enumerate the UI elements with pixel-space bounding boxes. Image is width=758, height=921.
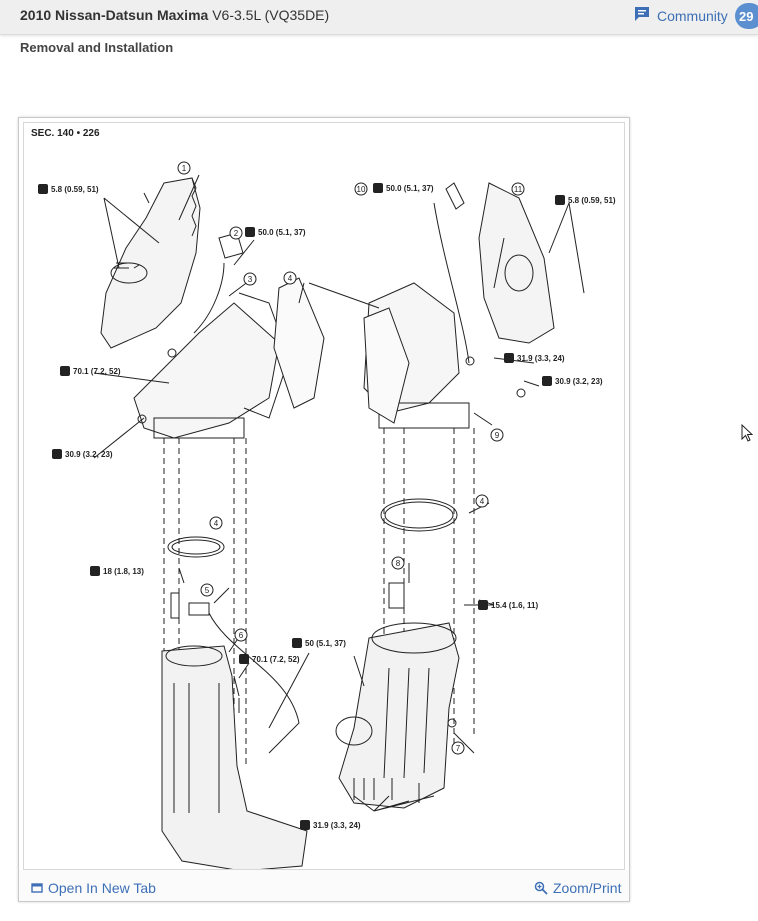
torque-label-5: 18 (1.8, 13)	[103, 567, 144, 576]
callout-11: 11	[514, 185, 523, 194]
torque-label-2: 50.0 (5.1, 37)	[258, 228, 306, 237]
zoom-print-link[interactable]: Zoom/Print	[534, 880, 621, 896]
zoom-print-label: Zoom/Print	[553, 880, 622, 896]
community-count-badge[interactable]: 29	[735, 3, 758, 29]
exhaust-diagram: 1 2 3 4 4 4 5 6 7 8 9 10 11	[31, 128, 616, 872]
callout-8: 8	[396, 559, 401, 568]
callout-7: 7	[456, 744, 461, 753]
callout-2: 2	[234, 229, 239, 238]
torque-label-10: 5.8 (0.59, 51)	[568, 196, 616, 205]
community-label: Community	[657, 8, 728, 24]
zoom-icon	[534, 881, 548, 895]
callout-4a: 4	[288, 274, 293, 283]
open-in-new-tab-link[interactable]: Open In New Tab	[31, 880, 156, 896]
callout-9: 9	[495, 431, 500, 440]
open-in-new-tab-label: Open In New Tab	[48, 880, 156, 896]
torque-label-6: 70.1 (7.2, 52)	[252, 655, 300, 664]
vehicle-title: 2010 Nissan-Datsun Maxima V6-3.5L (VQ35D…	[20, 7, 329, 23]
diagram-footer: Open In New Tab Zoom/Print	[19, 870, 629, 901]
top-bar: 2010 Nissan-Datsun Maxima V6-3.5L (VQ35D…	[0, 0, 758, 35]
torque-label-3: 70.1 (7.2, 52)	[73, 367, 121, 376]
callout-3: 3	[248, 275, 253, 284]
torque-label-12: 30.9 (3.2, 23)	[555, 377, 603, 386]
diagram-viewport: 1 2 3 4 4 4 5 6 7 8 9 10 11	[23, 122, 625, 872]
mouse-cursor-icon	[741, 423, 754, 447]
chat-icon	[633, 5, 651, 28]
torque-label-1: 5.8 (0.59, 51)	[51, 185, 99, 194]
section-number: SEC. 140 • 226	[31, 128, 100, 139]
torque-label-8: 31.9 (3.3, 24)	[313, 821, 361, 830]
vehicle-name: 2010 Nissan-Datsun Maxima	[20, 7, 209, 23]
section-title: Removal and Installation	[20, 40, 174, 55]
community-button[interactable]: Community	[633, 5, 728, 27]
callout-6: 6	[239, 631, 244, 640]
callout-4b: 4	[480, 497, 485, 506]
callout-4c: 4	[214, 519, 219, 528]
callout-10: 10	[357, 185, 366, 194]
torque-label-9: 50.0 (5.1, 37)	[386, 184, 434, 193]
torque-label-11: 31.9 (3.3, 24)	[517, 354, 565, 363]
callout-1: 1	[182, 164, 187, 173]
new-tab-icon	[31, 882, 43, 894]
engine-spec: V6-3.5L (VQ35DE)	[208, 7, 330, 23]
diagram-card: 1 2 3 4 4 4 5 6 7 8 9 10 11	[18, 117, 630, 902]
callout-5: 5	[205, 586, 210, 595]
torque-label-13: 15.4 (1.6, 11)	[491, 601, 538, 610]
torque-label-4: 30.9 (3.2, 23)	[65, 450, 113, 459]
torque-label-7: 50 (5.1, 37)	[305, 639, 346, 648]
